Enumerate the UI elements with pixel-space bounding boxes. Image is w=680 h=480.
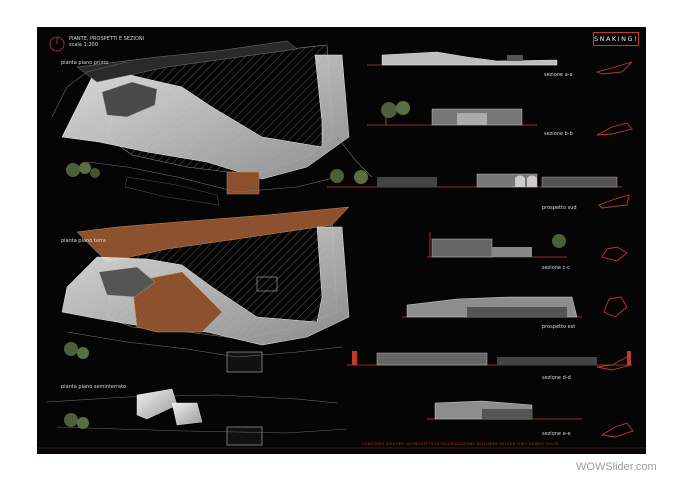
board-scale: scala 1:200 <box>69 42 98 48</box>
drawing-board: PIANTE, PROSPETTI E SEZIONI scala 1:200 … <box>37 27 646 454</box>
section-e-e <box>427 400 582 420</box>
section-label-east: prospetto est <box>542 324 576 330</box>
section-label-a-a: sezione a-a <box>544 72 573 78</box>
section-label-b-b: sezione b-b <box>544 131 573 137</box>
board-title: PIANTE, PROSPETTI E SEZIONI <box>69 36 145 42</box>
watermark: WOWSlider.com <box>576 461 657 473</box>
snake-diagram-icons <box>595 61 634 438</box>
plan-first-floor <box>51 40 373 206</box>
north-arrow-icon <box>49 36 65 52</box>
section-label-c-c: sezione c-c <box>542 265 570 271</box>
competition-title: CONCORSO IDEE PER UN PROGETTO DI VALORIZ… <box>362 442 559 446</box>
section-a-a <box>367 51 558 66</box>
elevation-south <box>327 169 622 188</box>
section-b-b <box>367 101 537 126</box>
section-label-south: prospetto sud <box>542 205 577 211</box>
plan-label-first-floor: pianta piano primo <box>61 60 109 66</box>
plan-label-basement: pianta piano seminterrato <box>61 384 127 390</box>
board-drawing <box>37 36 646 449</box>
section-label-e-e: sezione e-e <box>542 431 571 437</box>
plan-basement <box>46 388 348 446</box>
plan-ground-floor <box>61 206 350 373</box>
elevation-east <box>402 296 582 318</box>
section-d-d <box>347 351 632 366</box>
brand-logo: SNAKING! <box>593 32 639 46</box>
plan-label-ground-floor: pianta piano terra <box>61 238 106 244</box>
section-label-d-d: sezione d-d <box>542 375 571 381</box>
section-c-c <box>427 232 567 258</box>
